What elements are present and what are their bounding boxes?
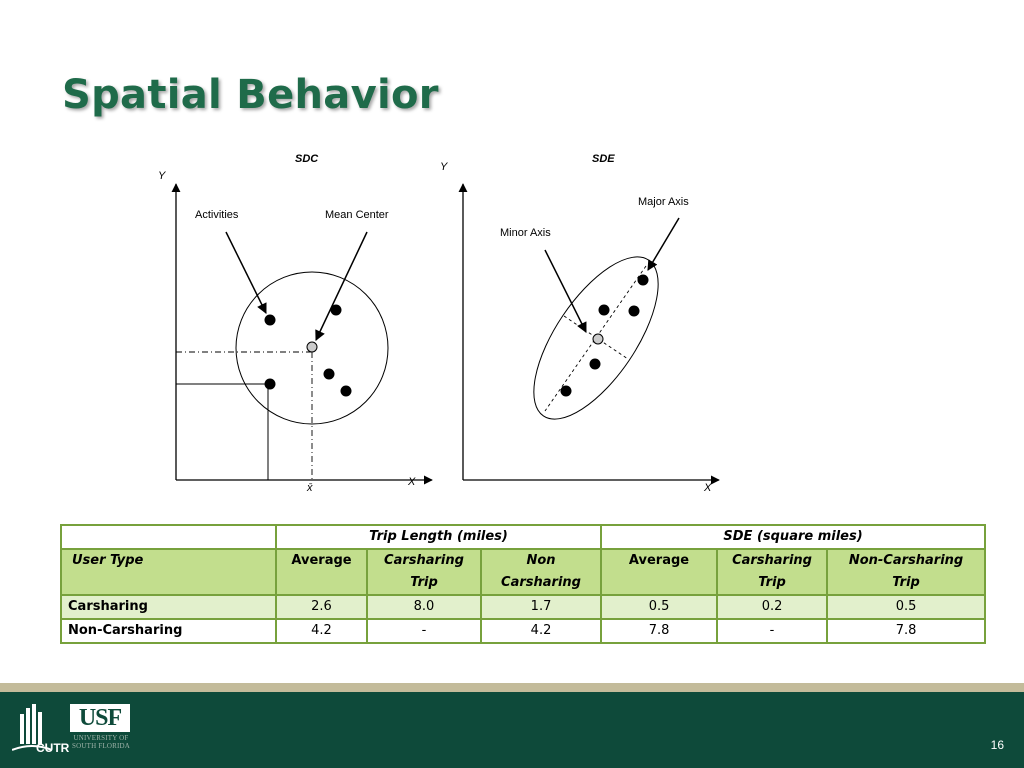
- sdc-mean-center-point: [306, 341, 318, 353]
- sdc-mean-center-arrow: [315, 231, 368, 341]
- table-cell: 7.8: [600, 618, 719, 644]
- sde-activity-point: [589, 358, 601, 370]
- sdc-activity-point: [330, 304, 342, 316]
- row-label: Non-Carsharing: [60, 618, 277, 644]
- sde-activity-point: [560, 385, 572, 397]
- table-cell: 2.6: [275, 594, 368, 620]
- header-text: Trip: [892, 575, 920, 590]
- sdc-x-bar-label: x̄: [306, 482, 313, 494]
- sde-minor-axis-arrow: [544, 249, 587, 333]
- sdc-activity-point: [323, 368, 335, 380]
- header-user-type: User Type: [60, 548, 277, 596]
- table-cell: -: [366, 618, 482, 644]
- header-text: Carsharing: [501, 575, 581, 590]
- row-label: Carsharing: [60, 594, 277, 620]
- header-text: Carsharing: [384, 553, 464, 568]
- header-text: Trip: [410, 575, 438, 590]
- table-cell: 4.2: [275, 618, 368, 644]
- header-text: Non-Carsharing: [848, 553, 964, 568]
- sde-activity-point: [637, 274, 649, 286]
- sde-minor-axis-label: Minor Axis: [500, 227, 551, 239]
- sde-diagram: SDE Y X Major Axis Minor Axis: [440, 153, 720, 494]
- sde-x-axis-label: X: [703, 482, 712, 494]
- usf-sub-line: SOUTH FLORIDA: [71, 742, 131, 750]
- group-header-empty: [60, 524, 277, 550]
- table-cell: -: [716, 618, 829, 644]
- sdc-activities-label: Activities: [195, 209, 239, 221]
- table-cell: 0.5: [826, 594, 987, 620]
- table-cell: 7.8: [826, 618, 987, 644]
- sde-activity-point: [628, 305, 640, 317]
- sdc-y-axis-label: Y: [158, 170, 166, 182]
- table-cell: 4.2: [479, 618, 603, 644]
- header-sde-average: Average: [600, 548, 719, 596]
- slide-title: Spatial Behavior: [62, 72, 439, 118]
- sde-y-axis-label: Y: [440, 161, 448, 173]
- sde-mean-center-point: [592, 333, 604, 345]
- sdc-mean-center-label: Mean Center: [325, 209, 389, 221]
- table-cell: 0.2: [716, 594, 829, 620]
- table-cell: 1.7: [479, 594, 603, 620]
- group-header-row: Trip Length (miles) SDE (square miles): [60, 524, 987, 550]
- sdc-standard-distance-circle: [235, 271, 389, 425]
- group-header-trip-length: Trip Length (miles): [274, 524, 603, 550]
- usf-sub-line: UNIVERSITY OF: [73, 734, 129, 742]
- sdc-x-axis-label: X: [407, 476, 416, 488]
- table-row: Non-Carsharing 4.2 - 4.2 7.8 - 7.8: [60, 618, 987, 644]
- sde-label: SDE: [592, 153, 615, 165]
- header-text: Carsharing: [732, 553, 812, 568]
- sdc-activity-point: [264, 314, 276, 326]
- spatial-diagram: SDC Y X x̄ Activities Mean Center SDE Y …: [158, 153, 720, 494]
- sde-major-axis-arrow: [647, 217, 680, 271]
- sde-major-axis-label: Major Axis: [638, 196, 689, 208]
- page-number: 16: [990, 738, 1004, 752]
- usf-logo-text: USF: [78, 705, 122, 731]
- sdc-activities-arrow: [225, 231, 267, 314]
- table-cell: 0.5: [600, 594, 719, 620]
- sdc-activity-point: [264, 378, 276, 390]
- sdc-diagram: SDC Y X x̄ Activities Mean Center: [158, 153, 433, 494]
- footer-stripe: [0, 683, 1024, 692]
- table-row: Carsharing 2.6 8.0 1.7 0.5 0.2 0.5: [60, 594, 987, 620]
- footer-bar: [0, 692, 1024, 768]
- sdc-activity-point: [340, 385, 352, 397]
- group-header-sde: SDE (square miles): [600, 524, 987, 550]
- sde-activity-point: [598, 304, 610, 316]
- cutr-logo-icon: [12, 704, 53, 751]
- results-table: Trip Length (miles) SDE (square miles) U…: [60, 524, 987, 644]
- table-cell: 8.0: [366, 594, 482, 620]
- header-tl-average: Average: [275, 548, 368, 596]
- usf-logo: [70, 704, 130, 732]
- sdc-label: SDC: [295, 153, 319, 165]
- header-text: Non: [526, 553, 556, 568]
- cutr-logo-text: CUTR: [36, 741, 70, 755]
- header-text: Trip: [758, 575, 786, 590]
